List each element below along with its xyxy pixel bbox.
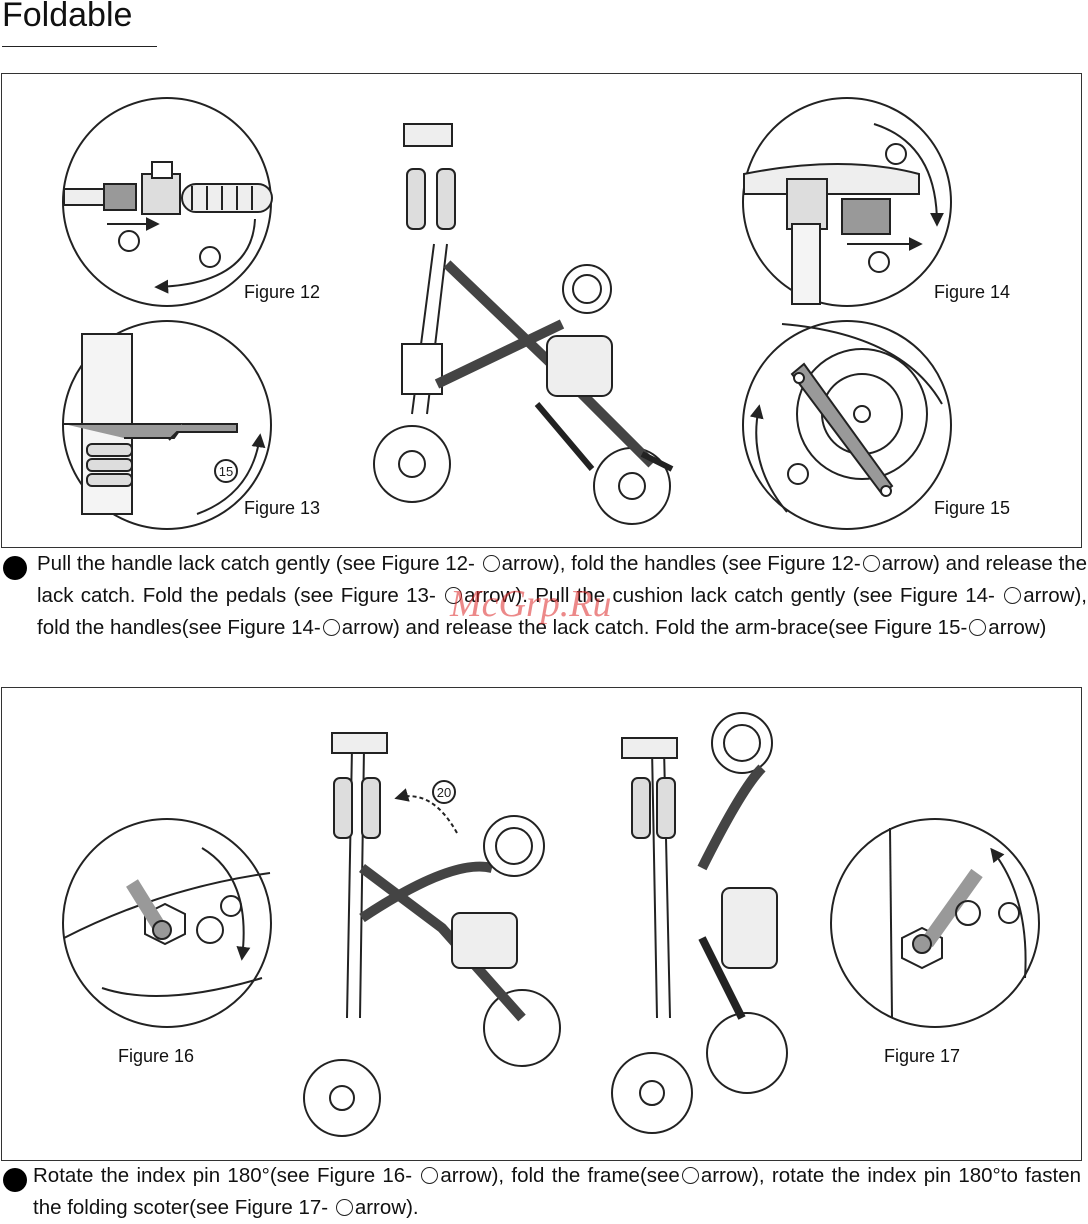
- figure-17-detail: [830, 818, 1040, 1028]
- step-1-bullet: [3, 556, 27, 580]
- scooter-unfolded-illustration: [373, 123, 674, 525]
- figure-16-detail: [62, 818, 272, 1028]
- panel1-drawing: 15: [62, 97, 952, 530]
- figure-13-label: Figure 13: [244, 498, 321, 518]
- circle-marker-icon: [1004, 587, 1022, 604]
- scooter-folded-illustration: [611, 712, 788, 1134]
- step-1-text: arrow) and release the lack catch. Fold …: [37, 552, 1087, 607]
- figure-13-detail: 15: [62, 320, 272, 530]
- figure-12-label: Figure 12: [244, 282, 321, 302]
- step-2-bullet: [3, 1168, 27, 1192]
- step-1-text: arrow) and release the lack catch. Fold …: [341, 616, 968, 639]
- watermark: McGrp.Ru: [450, 583, 612, 625]
- scooter-half-folded-illustration: 20: [303, 732, 561, 1137]
- step-1-text: Pull the handle lack catch gently (see F…: [37, 552, 481, 575]
- title-underline: [2, 46, 157, 47]
- figure-12-detail: [62, 97, 273, 307]
- figure-17-label: Figure 17: [884, 1046, 961, 1066]
- step-2-instructions: Rotate the index pin 180°(see Figure 16-…: [33, 1160, 1081, 1224]
- circle-marker-icon: [862, 555, 880, 572]
- step-1-text: arrow). Pull the cushion lack catch gent…: [464, 584, 1003, 607]
- step-2-text: Rotate the index pin 180°(see Figure 16-: [33, 1164, 420, 1187]
- page-title: Foldable: [2, 0, 133, 34]
- step-1-text: arrow), fold the handles (see Figure 12-: [501, 552, 861, 575]
- figure-14-detail: [742, 97, 952, 307]
- circle-marker-icon: [421, 1167, 439, 1184]
- illustration-panel-fold-steps: 15: [1, 73, 1082, 548]
- step-1-instructions: Pull the handle lack catch gently (see F…: [37, 548, 1087, 644]
- circle-marker-icon: [335, 1199, 353, 1216]
- illustration-panel-frame-fold: 20 Figure 16 Figure 17: [1, 687, 1082, 1161]
- step-1-text: arrow), fold the handles(see Figure 14-: [37, 584, 1087, 639]
- figure-15-label: Figure 15: [934, 498, 1011, 518]
- circle-marker-icon: [482, 555, 500, 572]
- circle-marker-icon: [969, 619, 987, 636]
- circle-marker-icon: [681, 1167, 699, 1184]
- circle-marker-icon: [445, 587, 463, 604]
- step-2-text: arrow).: [354, 1196, 419, 1219]
- figure-16-label: Figure 16: [118, 1046, 195, 1066]
- callout-20: 20: [437, 785, 451, 800]
- figure-14-label: Figure 14: [934, 282, 1011, 302]
- step-1-text: arrow): [988, 616, 1047, 639]
- figure-15-detail: [742, 320, 952, 530]
- step-2-text: arrow), fold the frame(see: [440, 1164, 680, 1187]
- circle-marker-icon: [322, 619, 340, 636]
- callout-15: 15: [219, 464, 233, 479]
- panel2-drawing: 20: [62, 712, 1040, 1137]
- step-2-text: arrow), rotate the index pin 180°to fast…: [33, 1164, 1081, 1219]
